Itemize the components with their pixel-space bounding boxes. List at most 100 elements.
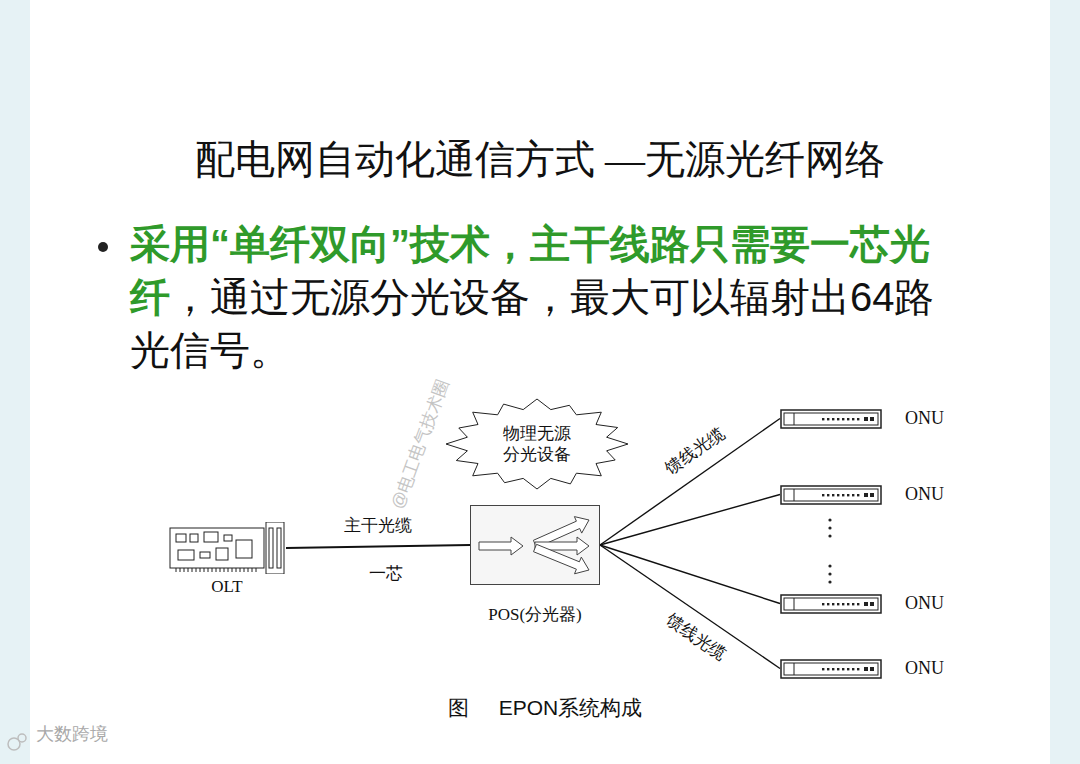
- device-divider: [794, 413, 795, 425]
- device-led: [852, 494, 854, 496]
- bracket-slot: [277, 528, 281, 568]
- device-port: [870, 417, 874, 421]
- device-led: [827, 603, 829, 605]
- device-led: [822, 494, 824, 496]
- fiber-cable: [600, 419, 780, 546]
- gold-finger: [192, 568, 193, 572]
- device-panel: [784, 489, 878, 501]
- onu-device: [780, 409, 882, 429]
- device-led: [832, 418, 834, 420]
- device-led: [847, 603, 849, 605]
- device-led: [842, 494, 844, 496]
- gold-finger: [224, 568, 225, 572]
- gold-finger: [232, 568, 233, 572]
- ellipsis-dots: [828, 518, 831, 583]
- device-led: [847, 668, 849, 670]
- gold-finger: [208, 568, 209, 572]
- board-chip: [216, 548, 228, 560]
- olt-board: [168, 522, 286, 574]
- device-panel: [784, 598, 878, 610]
- watermark-logo: 大数跨境: [36, 722, 108, 746]
- device-port: [870, 493, 874, 497]
- device-panel: [784, 413, 878, 425]
- device-port: [864, 417, 868, 421]
- gold-finger: [244, 568, 245, 572]
- device-led: [852, 668, 854, 670]
- device-led: [822, 418, 824, 420]
- device-led: [827, 418, 829, 420]
- device-panel: [784, 663, 878, 675]
- bullet-text: 采用“单纤双向”技术，主干线路只需要一芯光纤，通过无源分光设备，最大可以辐射出6…: [130, 218, 960, 377]
- side-band: [0, 0, 30, 764]
- device-led: [832, 668, 834, 670]
- device-case: [781, 486, 881, 504]
- device-case: [781, 660, 881, 678]
- device-port: [864, 667, 868, 671]
- node-label: 物理无源 分光设备: [500, 423, 574, 466]
- device-divider: [794, 489, 795, 501]
- fiber-cable: [600, 545, 780, 669]
- board-chip: [178, 550, 194, 560]
- gold-finger: [248, 568, 249, 572]
- device-led: [827, 494, 829, 496]
- starburst-shape: [445, 398, 629, 490]
- gold-finger: [216, 568, 217, 572]
- node-label: ONU: [905, 408, 944, 429]
- device-port: [870, 667, 874, 671]
- fiber-cable: [600, 545, 780, 604]
- gold-finger: [252, 568, 253, 572]
- starburst-outline: [446, 399, 628, 489]
- device-led: [822, 603, 824, 605]
- side-band: [1050, 0, 1080, 764]
- gold-finger: [220, 568, 221, 572]
- board-bracket: [266, 522, 284, 574]
- fiber-cable: [600, 495, 780, 546]
- gold-finger: [204, 568, 205, 572]
- pos-node: POS(分光器): [470, 505, 600, 626]
- gold-finger: [180, 568, 181, 572]
- device-led: [847, 494, 849, 496]
- device-port: [870, 602, 874, 606]
- device-led: [822, 668, 824, 670]
- device-port: [864, 493, 868, 497]
- logo-mark: [8, 734, 26, 750]
- device-led: [857, 668, 859, 670]
- device-led: [857, 494, 859, 496]
- cable-label: 主干光缆: [342, 513, 414, 536]
- device-led: [837, 494, 839, 496]
- device-led: [852, 603, 854, 605]
- onu-device: [780, 594, 882, 614]
- board-chip: [224, 535, 232, 541]
- device-led: [842, 418, 844, 420]
- block-arrow: [534, 544, 590, 574]
- device-case: [781, 410, 881, 428]
- board-outline: [170, 528, 264, 568]
- star-node: 物理无源 分光设备: [445, 398, 629, 490]
- board-chip: [176, 534, 186, 542]
- device-led: [827, 668, 829, 670]
- bracket-slot: [269, 528, 273, 568]
- device-led: [842, 603, 844, 605]
- gold-finger: [188, 568, 189, 572]
- device-led: [847, 418, 849, 420]
- node-label: ONU: [905, 484, 944, 505]
- bullet-phrase: ，通过无源分光设备，最大可以辐射出64路光信号。: [130, 275, 935, 372]
- board-chip: [190, 534, 198, 542]
- device-led: [832, 494, 834, 496]
- gold-finger: [200, 568, 201, 572]
- board-chip: [236, 540, 252, 558]
- gold-finger: [176, 568, 177, 572]
- node-label: ONU: [905, 658, 944, 679]
- gold-finger: [184, 568, 185, 572]
- node-label: ONU: [905, 593, 944, 614]
- onu-node: ONU: [780, 408, 944, 429]
- gold-finger: [196, 568, 197, 572]
- device-divider: [794, 663, 795, 675]
- cable-label: 馈线光缆: [659, 607, 731, 667]
- node-label: OLT: [168, 577, 286, 597]
- onu-node: ONU: [780, 658, 944, 679]
- device-led: [837, 668, 839, 670]
